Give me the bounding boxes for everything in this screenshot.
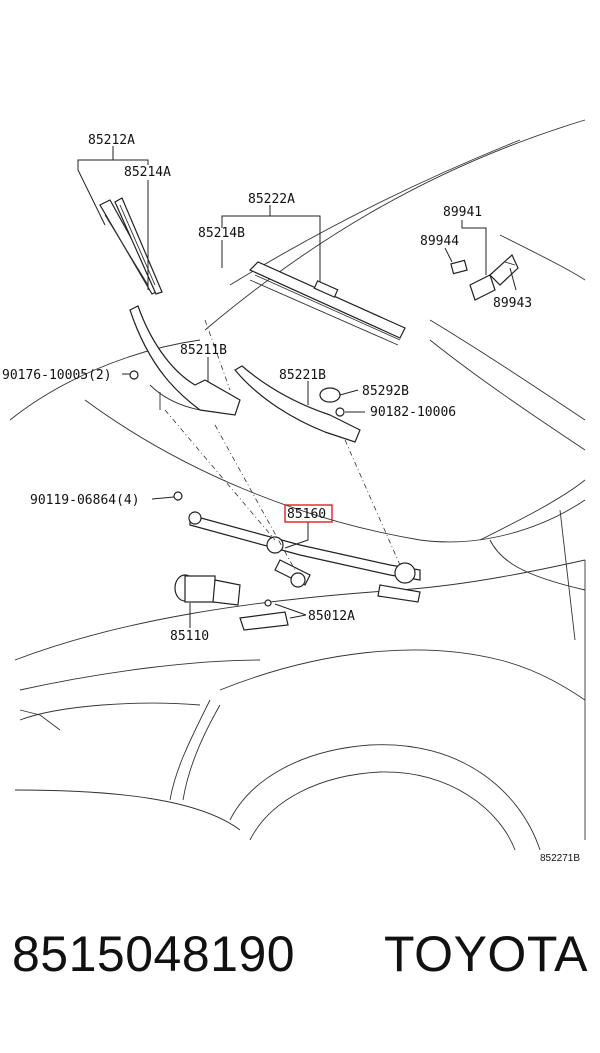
label-85214A: 85214A bbox=[124, 165, 171, 180]
pivot-cap bbox=[319, 387, 341, 403]
label-90182-10006: 90182-10006 bbox=[370, 405, 456, 420]
parts-diagram: 85212A 85214A 85222A 85214B 89941 89944 … bbox=[2, 119, 586, 864]
label-89944: 89944 bbox=[420, 234, 459, 249]
wiper-arm-left bbox=[129, 305, 241, 416]
label-85160: 85160 bbox=[287, 507, 326, 522]
assembly-centerlines bbox=[164, 319, 401, 571]
label-90176-10005: 90176-10005(2) bbox=[2, 368, 112, 383]
front-wiper-blade-right bbox=[248, 261, 406, 346]
label-85222A: 85222A bbox=[248, 192, 295, 207]
front-wiper-blade-left bbox=[99, 197, 163, 295]
part-number: 8515048190 bbox=[12, 926, 296, 982]
brand-name: TOYOTA bbox=[384, 926, 588, 982]
wiper-motor bbox=[174, 574, 241, 606]
label-89941: 89941 bbox=[443, 205, 482, 220]
label-85292B: 85292B bbox=[362, 384, 409, 399]
highlight-box-85160 bbox=[284, 504, 333, 523]
part-labels: 85212A 85214A 85222A 85214B 89941 89944 … bbox=[2, 133, 580, 864]
label-85212A: 85212A bbox=[88, 133, 135, 148]
label-85110: 85110 bbox=[170, 629, 209, 644]
label-89943: 89943 bbox=[493, 296, 532, 311]
label-90119-06864: 90119-06864(4) bbox=[30, 493, 140, 508]
wiper-link-assembly bbox=[173, 491, 421, 603]
label-85214B: 85214B bbox=[198, 226, 245, 241]
nut-90182 bbox=[335, 407, 345, 417]
footer-bar: 8515048190 TOYOTA bbox=[0, 925, 600, 1025]
washer-nozzle-parts bbox=[450, 254, 519, 301]
vehicle-body-outline bbox=[9, 119, 586, 851]
wire-connector bbox=[239, 599, 289, 631]
label-85221B: 85221B bbox=[279, 368, 326, 383]
label-85211B: 85211B bbox=[180, 343, 227, 358]
leader-lines bbox=[77, 146, 517, 628]
nut-90176 bbox=[129, 370, 139, 380]
figure-code: 852271B bbox=[540, 853, 580, 864]
label-85012A: 85012A bbox=[308, 609, 355, 624]
wiper-arm-right bbox=[234, 365, 361, 443]
